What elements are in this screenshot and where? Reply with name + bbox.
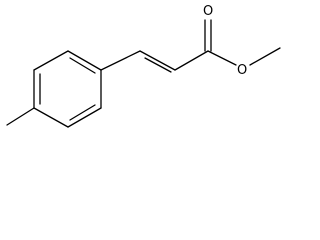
- bond-vinyl-double-inner: [144, 57, 172, 73]
- ester-oxygen-label: O: [237, 63, 247, 78]
- bond-ring-3-4: [67, 50, 102, 71]
- bond-vinyl-carbonyl: [174, 50, 209, 71]
- bond-ring-5-6: [67, 107, 102, 128]
- bond-carbonyl-ester-o: [207, 50, 237, 66]
- bond-ring-2-3: [33, 50, 69, 71]
- structure-canvas: O O: [0, 0, 284, 134]
- molecule-diagram: O O: [6, 4, 281, 128]
- bond-ring-inner-top: [69, 57, 96, 74]
- bond-ring-inner-bottom: [69, 104, 96, 121]
- bond-methyl-ring: [6, 107, 35, 126]
- bond-ring-vinyl: [100, 50, 141, 71]
- bond-ring-6-1: [33, 107, 69, 128]
- bond-vinyl-double-outer: [139, 50, 176, 71]
- carbonyl-oxygen-label: O: [203, 4, 213, 19]
- bond-ester-o-methyl: [249, 47, 281, 66]
